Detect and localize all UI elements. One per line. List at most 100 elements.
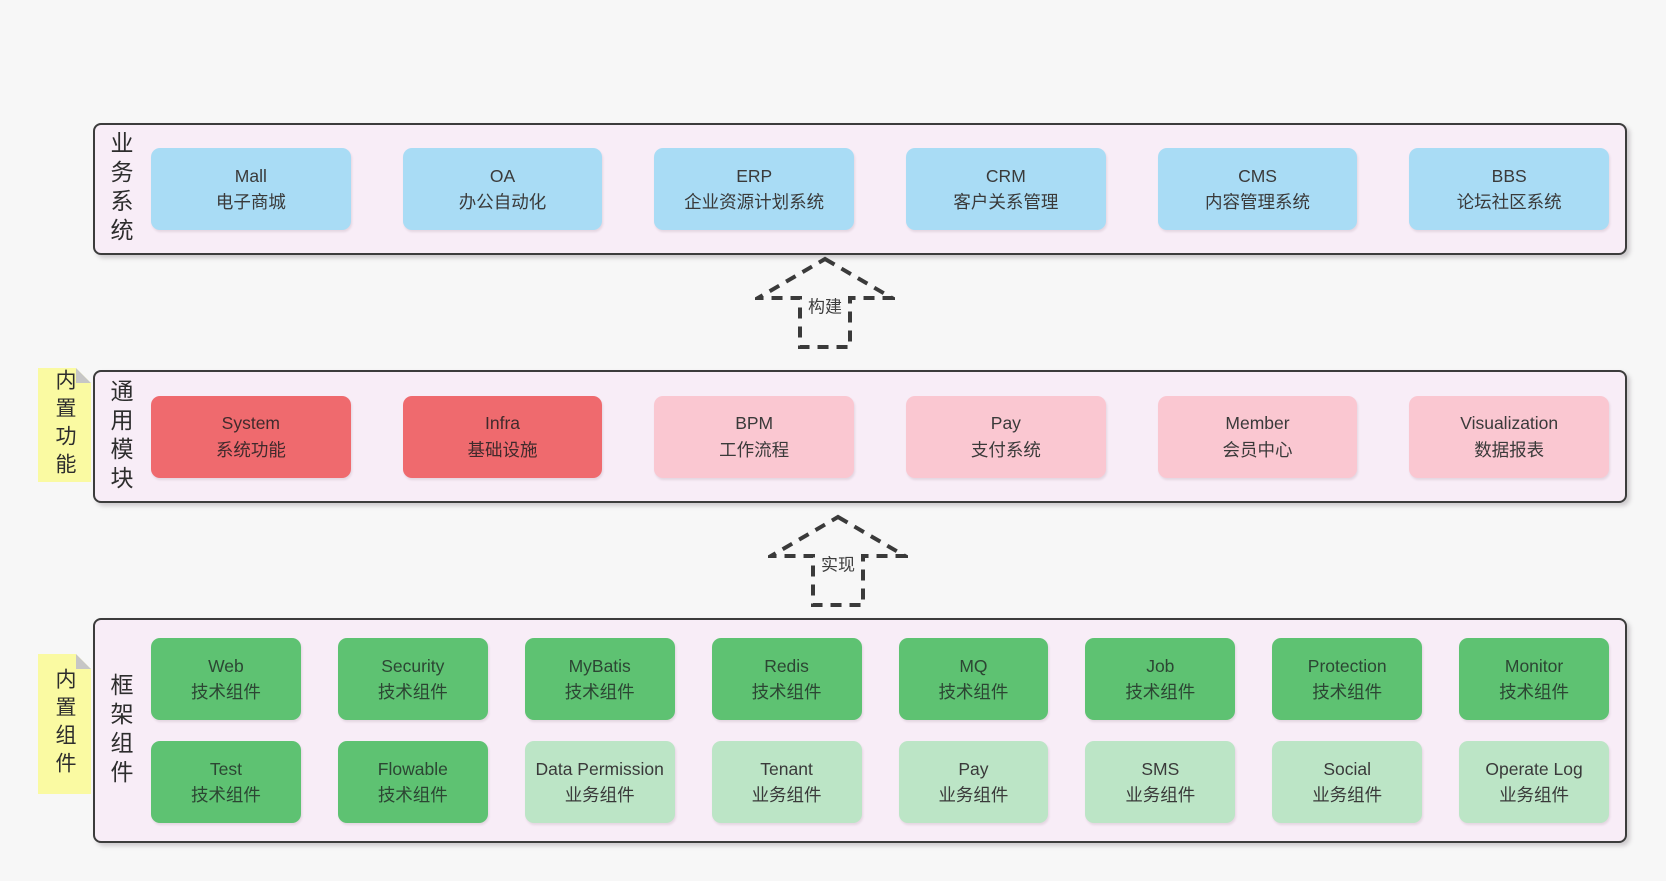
box-social: Social 业务组件 (1272, 741, 1423, 823)
sticky-note-built-in-components-label: 内置组件 (53, 668, 76, 780)
band-business-systems-content: Mall 电子商城 OA 办公自动化 ERP 企业资源计划系统 CRM 客户关系… (131, 148, 1625, 230)
band-framework-components-content: Web 技术组件 Security 技术组件 MyBatis 技术组件 Redi… (131, 638, 1625, 823)
box-visualization: Visualization 数据报表 (1409, 395, 1610, 478)
box-web: Web 技术组件 (151, 638, 301, 720)
note-fold-corner-icon (76, 654, 91, 669)
box-sms-en: SMS (1141, 758, 1180, 779)
sticky-note-built-in-components: 内置组件 (38, 654, 91, 794)
box-monitor-en: Monitor (1504, 655, 1564, 676)
build-arrow-icon: 构建 (755, 256, 895, 350)
box-job-en: Job (1146, 655, 1175, 676)
box-mybatis-zh: 技术组件 (564, 682, 635, 702)
box-mq-en: MQ (959, 655, 988, 676)
box-infra-en: Infra (484, 413, 521, 434)
box-mq: MQ 技术组件 (898, 638, 1049, 720)
box-bbs-en: BBS (1491, 165, 1527, 186)
box-member: Member 会员中心 (1157, 395, 1358, 478)
box-system-zh: 系统功能 (215, 439, 286, 460)
box-mall-en: Mall (234, 165, 267, 186)
box-erp-en: ERP (736, 165, 773, 186)
band-business-systems-label: 业务系统 (107, 131, 133, 247)
box-sms-zh: 业务组件 (1125, 785, 1196, 805)
box-tenant-zh: 业务组件 (751, 785, 822, 805)
box-test-zh: 技术组件 (190, 785, 261, 805)
box-cms: CMS 内容管理系统 (1157, 148, 1358, 230)
box-pay-component-zh: 业务组件 (938, 785, 1009, 805)
box-redis-en: Redis (764, 655, 809, 676)
box-flowable-en: Flowable (377, 758, 448, 779)
band-framework-components-label: 框架组件 (107, 672, 133, 789)
box-protection: Protection 技术组件 (1272, 638, 1423, 720)
box-visualization-en: Visualization (1460, 413, 1559, 434)
box-security-zh: 技术组件 (377, 682, 448, 702)
box-visualization-zh: 数据报表 (1474, 439, 1545, 460)
box-tenant-en: Tenant (760, 758, 813, 779)
box-social-en: Social (1323, 758, 1372, 779)
sticky-note-built-in-features-label: 内置功能 (53, 369, 76, 481)
implement-arrow-label: 实现 (817, 549, 859, 577)
box-member-zh: 会员中心 (1222, 439, 1293, 460)
box-member-en: Member (1225, 413, 1290, 434)
box-cms-en: CMS (1238, 165, 1277, 186)
box-mq-zh: 技术组件 (938, 682, 1009, 702)
box-mall-zh: 电子商城 (215, 192, 286, 212)
box-social-zh: 业务组件 (1312, 785, 1383, 805)
box-cms-zh: 内容管理系统 (1205, 192, 1311, 212)
box-crm-zh: 客户关系管理 (953, 192, 1059, 212)
box-web-en: Web (208, 655, 244, 676)
box-bbs-zh: 论坛社区系统 (1456, 192, 1562, 212)
box-security: Security 技术组件 (337, 638, 488, 720)
box-redis-zh: 技术组件 (751, 682, 822, 702)
band-business-systems: 业务系统 Mall 电子商城 OA 办公自动化 ERP 企业资源计划系统 CRM… (93, 123, 1627, 255)
box-system-en: System (221, 413, 281, 434)
box-pay-system-en: Pay (990, 413, 1021, 434)
box-security-en: Security (381, 655, 445, 676)
band-framework-components: 内置组件 框架组件 Web 技术组件 Security 技术组件 MyBatis… (93, 618, 1627, 843)
box-flowable-zh: 技术组件 (377, 785, 448, 805)
box-mall: Mall 电子商城 (151, 148, 351, 230)
box-bpm-zh: 工作流程 (719, 439, 790, 460)
box-bpm-en: BPM (735, 413, 774, 434)
up-block-arrow-icon (768, 514, 908, 607)
box-bpm: BPM 工作流程 (654, 395, 855, 478)
implement-arrow-icon: 实现 (768, 512, 908, 610)
box-crm: CRM 客户关系管理 (906, 148, 1106, 230)
box-sms: SMS 业务组件 (1085, 741, 1236, 823)
box-infra: Infra 基础设施 (402, 395, 603, 478)
box-operate-log-en: Operate Log (1485, 758, 1583, 779)
sticky-note-built-in-features: 内置功能 (38, 368, 91, 482)
box-job-zh: 技术组件 (1125, 682, 1196, 702)
box-system: System 系统功能 (151, 395, 351, 478)
box-flowable: Flowable 技术组件 (337, 741, 488, 823)
box-oa-zh: 办公自动化 (458, 192, 547, 212)
band-common-modules-label: 通用模块 (107, 378, 133, 495)
box-pay-component: Pay 业务组件 (898, 741, 1049, 823)
box-data-permission-zh: 业务组件 (564, 785, 635, 805)
up-block-arrow-icon (755, 256, 895, 349)
box-pay-component-en: Pay (958, 758, 989, 779)
note-fold-corner-icon (76, 368, 91, 383)
box-test-en: Test (209, 758, 242, 779)
box-protection-en: Protection (1307, 655, 1387, 676)
box-erp: ERP 企业资源计划系统 (654, 148, 855, 230)
box-operate-log: Operate Log 业务组件 (1459, 741, 1609, 823)
framework-row-tech: Web 技术组件 Security 技术组件 MyBatis 技术组件 Redi… (151, 638, 1609, 720)
box-pay-system: Pay 支付系统 (906, 395, 1106, 478)
band-common-modules: 内置功能 通用模块 System 系统功能 Infra 基础设施 BPM 工作流… (93, 370, 1627, 503)
box-data-permission: Data Permission 业务组件 (524, 741, 675, 823)
box-protection-zh: 技术组件 (1312, 682, 1383, 702)
box-data-permission-en: Data Permission (535, 758, 664, 779)
box-web-zh: 技术组件 (190, 682, 261, 702)
box-oa: OA 办公自动化 (402, 148, 603, 230)
band-common-modules-content: System 系统功能 Infra 基础设施 BPM 工作流程 Pay 支付系统… (131, 395, 1625, 478)
box-infra-zh: 基础设施 (467, 439, 538, 460)
box-pay-system-zh: 支付系统 (970, 439, 1041, 460)
box-job: Job 技术组件 (1085, 638, 1236, 720)
box-monitor: Monitor 技术组件 (1459, 638, 1609, 720)
box-test: Test 技术组件 (151, 741, 301, 823)
box-operate-log-zh: 业务组件 (1499, 785, 1570, 805)
box-monitor-zh: 技术组件 (1499, 682, 1570, 702)
build-arrow-label: 构建 (804, 291, 846, 319)
box-erp-zh: 企业资源计划系统 (684, 192, 825, 212)
